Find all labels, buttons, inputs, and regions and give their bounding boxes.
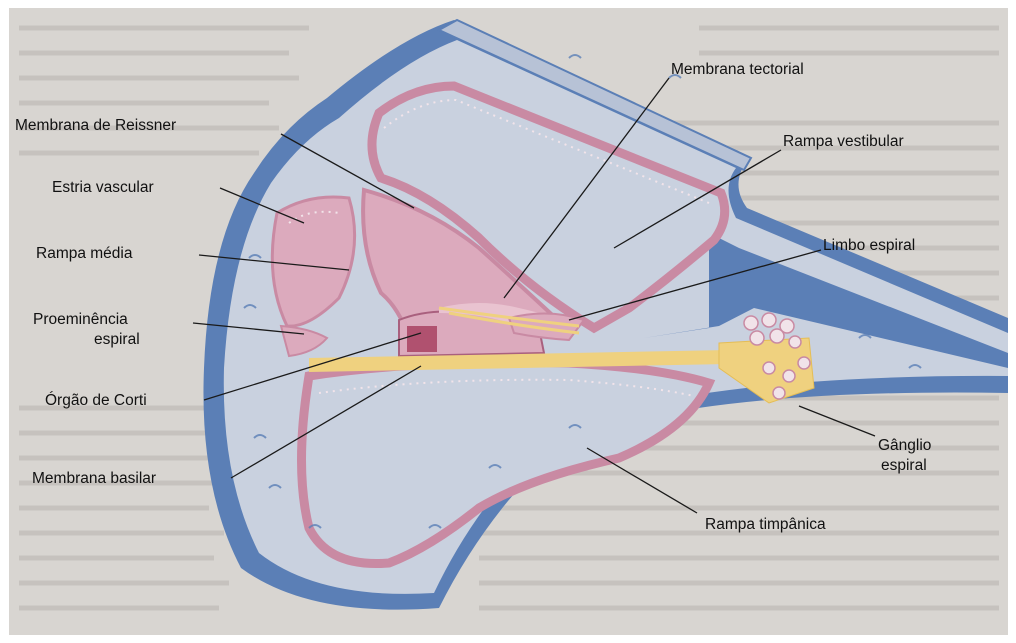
label-orgao-corti: Órgão de Corti (45, 391, 147, 410)
label-proeminencia-espiral-line1: Proeminência (33, 310, 128, 329)
label-proeminencia-espiral-line2: espiral (94, 330, 140, 349)
cochlea-cross-section-illustration (9, 8, 1008, 635)
leader-ganglio-espiral (799, 406, 875, 436)
label-rampa-vestibular: Rampa vestibular (783, 132, 904, 151)
scala-tympani (302, 363, 710, 564)
label-estria-vascular: Estria vascular (52, 178, 154, 197)
label-limbo-espiral: Limbo espiral (823, 236, 915, 255)
label-rampa-timpanica: Rampa timpânica (705, 515, 826, 534)
label-membrana-tectorial: Membrana tectorial (671, 60, 804, 79)
label-rampa-media: Rampa média (36, 244, 133, 263)
figure-page: Membrana tectorial Membrana de Reissner … (9, 8, 1008, 635)
label-membrana-reissner: Membrana de Reissner (15, 116, 176, 135)
label-ganglio-espiral-line1: Gânglio (878, 436, 931, 455)
leader-rampa-timpanica (587, 448, 697, 513)
label-ganglio-espiral-line2: espiral (881, 456, 927, 475)
label-membrana-basilar: Membrana basilar (32, 469, 156, 488)
